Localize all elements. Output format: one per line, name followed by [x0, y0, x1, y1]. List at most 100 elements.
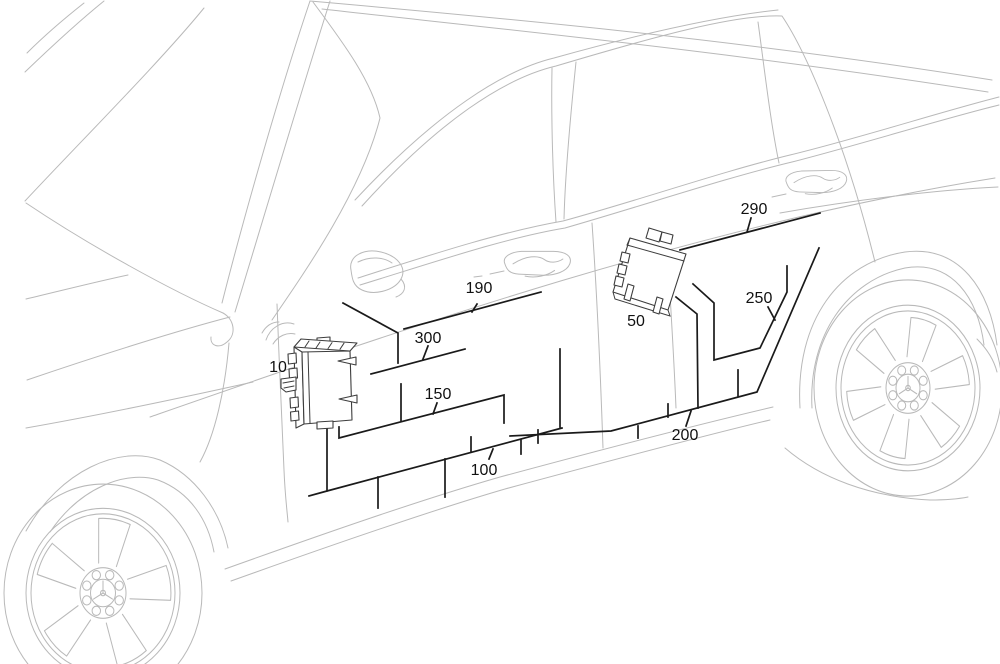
module10-front-face — [301, 350, 353, 425]
module50-top-stub — [645, 227, 663, 243]
callout-label-190: 190 — [466, 280, 493, 297]
rear-lower-edge — [784, 447, 969, 501]
front-lug-holes — [82, 570, 124, 616]
rear-lug-holes — [888, 365, 928, 411]
mercedes-star-icon — [898, 375, 918, 395]
front-tire — [3, 483, 203, 664]
harness-run-250 — [691, 265, 788, 362]
harness-elbow — [341, 301, 399, 364]
hood-near-edge — [25, 202, 224, 314]
front-hub-inner — [90, 578, 116, 608]
glass-top-line-2 — [354, 9, 779, 201]
front-door-leading-edge — [276, 303, 289, 523]
rear-spokes — [846, 316, 970, 460]
harness-branch-drop — [674, 295, 699, 409]
module50-top-stub-2 — [659, 231, 674, 245]
front-rim-outer — [25, 507, 181, 664]
front-handle-dashes — [473, 270, 505, 278]
module10-foot — [316, 420, 334, 430]
harness-run-200 — [509, 246, 821, 444]
module10-face-edge — [307, 351, 311, 424]
module10-bracket-lines — [282, 380, 295, 389]
far-pillar-line — [26, 2, 85, 54]
lower-character-line — [149, 177, 996, 418]
callout-label-250: 250 — [746, 290, 773, 307]
rear-bumper-corner — [976, 338, 998, 373]
leader-290 — [745, 216, 753, 234]
glass-top-line — [361, 15, 876, 263]
rear-door-harness-lines — [509, 211, 822, 444]
rear-rim-inner — [840, 310, 976, 466]
harness-run-150 — [338, 383, 505, 440]
leader-250 — [766, 305, 777, 322]
bumper-crease — [25, 381, 254, 429]
module10-top-face — [293, 338, 358, 352]
module10-connector-slots — [287, 352, 300, 422]
roof-outer — [309, 0, 993, 81]
front-door-handle — [503, 250, 571, 278]
hood-far-edge — [24, 7, 205, 202]
rear-tire — [813, 279, 1000, 497]
front-door-harness-lines — [307, 290, 564, 509]
front-arch-inner — [49, 476, 215, 553]
module50-foot-left — [623, 283, 635, 302]
module10-latch-top — [337, 356, 357, 366]
module50-top-edge — [626, 237, 685, 262]
front-door-control-module — [280, 336, 358, 430]
leader-150 — [431, 401, 439, 416]
lower-character-line-2 — [779, 186, 999, 214]
leader-300 — [421, 344, 430, 361]
callout-labels: 10 50 100 150 190 200 250 290 300 — [269, 201, 772, 479]
front-rim-inner — [30, 513, 176, 664]
roof-inner — [321, 8, 989, 93]
windshield-edge — [271, 1, 381, 321]
front-hub — [79, 567, 127, 619]
rear-door-handle — [785, 169, 848, 195]
rear-hub-inner — [895, 373, 921, 403]
module10-bracket — [280, 376, 297, 393]
callout-label-10: 10 — [269, 359, 287, 376]
front-wheel — [3, 483, 203, 664]
module50-bottom-thickness — [612, 291, 671, 317]
sill-top — [224, 406, 774, 570]
harness-run-290 — [678, 211, 822, 252]
module10-latch-bottom — [338, 394, 358, 404]
b-pillar-front — [551, 67, 557, 223]
callout-label-50: 50 — [627, 313, 645, 330]
b-pillar-rear — [563, 61, 577, 220]
fender-hook — [210, 312, 234, 347]
rear-arch-inner — [811, 266, 985, 409]
leader-190 — [470, 302, 479, 314]
callout-label-300: 300 — [415, 330, 442, 347]
car-body-outline — [3, 0, 1000, 664]
cowl-swirl — [265, 322, 295, 341]
harness-run-100 — [307, 426, 564, 509]
a-pillar-inner — [234, 0, 331, 313]
front-spokes — [36, 517, 172, 664]
leader-100 — [487, 447, 495, 461]
c-pillar-line — [757, 21, 780, 164]
front-arch-outer — [25, 455, 229, 549]
side-mirror — [350, 250, 406, 298]
leader-200 — [684, 409, 693, 428]
rear-handle-dashes — [771, 193, 787, 198]
beltline-inner — [359, 104, 1000, 286]
far-pillar-line-2 — [24, 0, 105, 73]
callout-label-200: 200 — [672, 427, 699, 444]
door-gap — [591, 222, 604, 449]
fender-shutline — [199, 342, 230, 463]
rear-wheel — [813, 279, 1000, 497]
mercedes-star-icon — [93, 580, 113, 600]
rear-rim-outer — [835, 304, 981, 472]
module50-connector-slots — [613, 251, 631, 288]
hood-crease-1 — [25, 274, 129, 300]
module10-top-ribs — [304, 340, 345, 350]
harness-run-300 — [369, 347, 467, 376]
cowl-swirl-2 — [272, 333, 296, 345]
callout-label-100: 100 — [471, 462, 498, 479]
callout-label-290: 290 — [741, 201, 768, 218]
callout-label-150: 150 — [425, 386, 452, 403]
rear-hub — [885, 362, 931, 414]
beltline-outer — [357, 96, 1000, 279]
